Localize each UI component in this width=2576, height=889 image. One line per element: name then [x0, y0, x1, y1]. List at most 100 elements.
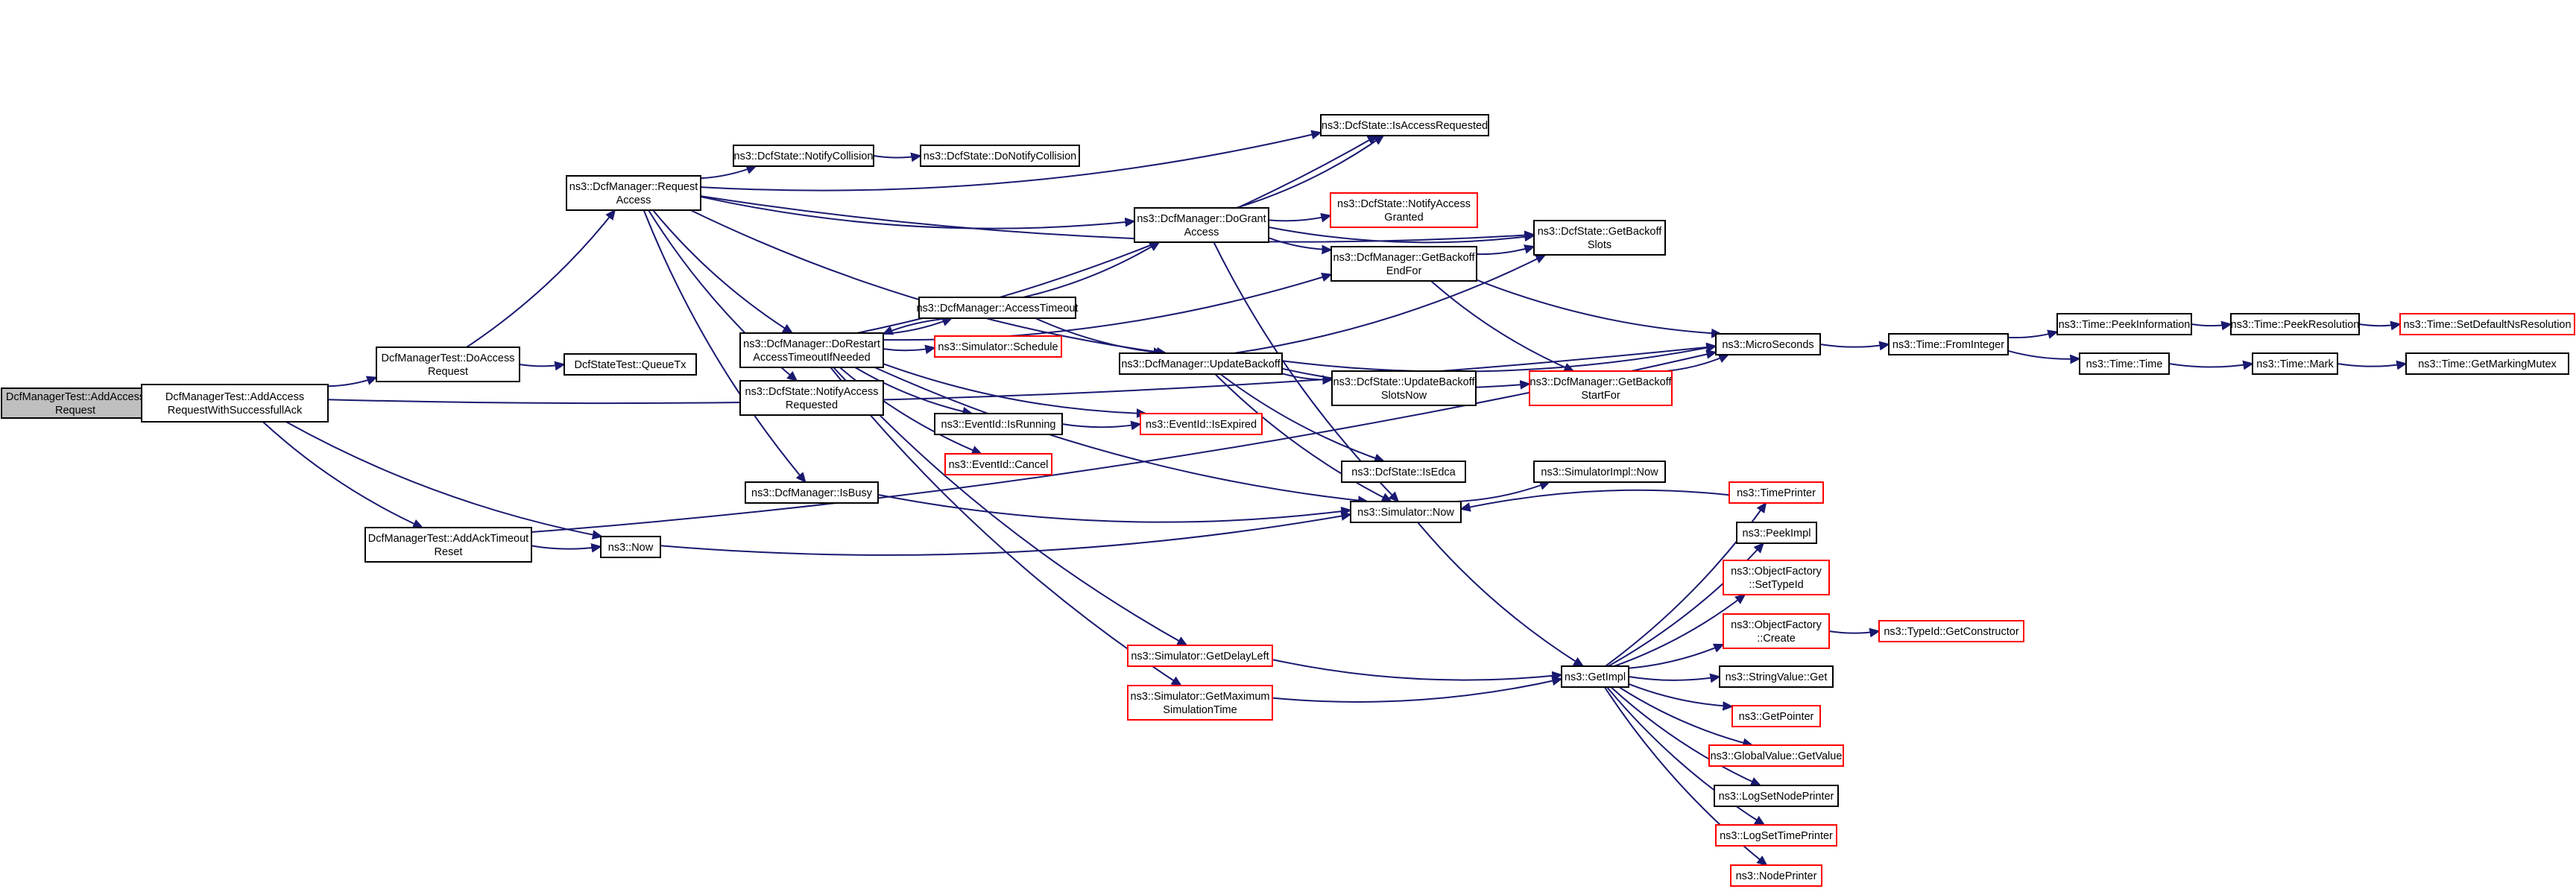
node-ofsettypeid[interactable]: ns3::ObjectFactory::SetTypeId [1723, 560, 1830, 595]
node-label: StartFor [1581, 390, 1620, 402]
node-label: ::SetTypeId [1749, 579, 1803, 591]
node-peekres[interactable]: ns3::Time::PeekResolution [2230, 313, 2360, 335]
node-label: ns3::DcfManager::GetBackoff [1530, 376, 1673, 388]
edge-timemark-to-getmarkingmutex [2337, 364, 2406, 367]
node-logsetnodeprinter[interactable]: ns3::LogSetNodePrinter [1714, 785, 1839, 807]
edge-dorestart-to-getmaxsim [830, 367, 1181, 686]
node-label: ns3::NodePrinter [1736, 870, 1817, 882]
node-box [1134, 207, 1269, 243]
node-stringvalueget[interactable]: ns3::StringValue::Get [1719, 665, 1834, 688]
node-label: Access [1184, 227, 1219, 238]
node-success[interactable]: DcfManagerTest::AddAccessRequestWithSucc… [141, 384, 329, 423]
edge-success-to-ns3now [285, 421, 602, 537]
node-label: ns3::Simulator::GetMaximum [1131, 691, 1270, 703]
edge-acktimeout-to-ns3now [531, 545, 601, 548]
node-updatebackoff[interactable]: ns3::DcfManager::UpdateBackoff [1119, 352, 1283, 375]
node-box [1331, 370, 1477, 406]
node-label: ns3::ObjectFactory [1731, 619, 1822, 631]
node-queuetx[interactable]: DcfStateTest::QueueTx [564, 353, 697, 376]
node-getconstructor[interactable]: ns3::TypeId::GetConstructor [1878, 620, 2024, 642]
edge-getbackoffendfor-to-getbackoffslots [1476, 247, 1534, 256]
node-globalvalueget[interactable]: ns3::GlobalValue::GetValue [1708, 744, 1844, 767]
node-isbusy[interactable]: ns3::DcfManager::IsBusy [745, 481, 879, 504]
node-label: ns3::DcfState::NotifyAccess [1337, 198, 1471, 210]
node-isrunning[interactable]: ns3::EventId::IsRunning [934, 413, 1063, 435]
edge-notifycoll-to-donotifycoll [873, 156, 921, 158]
node-isaccreq[interactable]: ns3::DcfState::IsAccessRequested [1320, 114, 1489, 136]
node-notifycoll[interactable]: ns3::DcfState::NotifyCollision [733, 145, 874, 167]
node-simimplnow[interactable]: ns3::SimulatorImpl::Now [1533, 461, 1666, 483]
node-nodeprinter[interactable]: ns3::NodePrinter [1730, 864, 1822, 887]
edge-dorestart-to-isrunning [854, 367, 972, 414]
edge-updatebackoff-to-simnow [1214, 373, 1391, 502]
node-box [1350, 501, 1462, 523]
edge-dogrant-to-isaccreq [1236, 136, 1383, 209]
node-isedca[interactable]: ns3::DcfState::IsEdca [1341, 461, 1466, 483]
edge-reqaccess-to-isaccreq [700, 133, 1321, 192]
node-box [141, 384, 329, 423]
node-label: ns3::LogSetNodePrinter [1719, 791, 1834, 803]
edge-doaccess-to-queuetx [519, 364, 564, 366]
node-setdefaultnsres[interactable]: ns3::Time::SetDefaultNsResolution [2399, 313, 2575, 335]
edge-getbackoffendfor-to-getbackoffstartfor [1430, 280, 1573, 372]
edge-accesstimeout-to-updatebackoff [1035, 317, 1163, 353]
node-box [1320, 114, 1489, 136]
node-box [1878, 620, 2024, 642]
edge-getimpl-to-ofsettypeid [1614, 595, 1745, 667]
node-label: ns3::EventId::IsExpired [1146, 419, 1257, 431]
edge-getimpl-to-getpointer [1628, 683, 1732, 706]
node-accesstimeout[interactable]: ns3::DcfManager::AccessTimeout [916, 297, 1079, 319]
node-donotifycoll[interactable]: ns3::DcfState::DoNotifyCollision [920, 145, 1080, 167]
edge-reqaccess-to-dogrant [700, 196, 1134, 230]
node-ofcreate[interactable]: ns3::ObjectFactory::Create [1723, 613, 1830, 649]
node-label: EndFor [1386, 265, 1422, 277]
edge-simnow-to-simimplnow [1456, 482, 1549, 502]
edge-ns3now-to-simnow [660, 514, 1351, 556]
node-simnow[interactable]: ns3::Simulator::Now [1350, 501, 1462, 523]
edge-getimpl-to-logsettimeprinter [1606, 686, 1764, 825]
node-timeprinter[interactable]: ns3::TimePrinter [1729, 481, 1824, 504]
edge-getmaxsim-to-getimpl [1272, 679, 1562, 703]
node-label: DcfManagerTest::AddAccess [6, 391, 145, 403]
node-schedule[interactable]: ns3::Simulator::Schedule [934, 335, 1062, 358]
node-box [1529, 370, 1673, 406]
node-label: ns3::StringValue::Get [1726, 671, 1828, 683]
node-logsettimeprinter[interactable]: ns3::LogSetTimePrinter [1715, 824, 1837, 847]
node-peekimpl[interactable]: ns3::PeekImpl [1736, 522, 1817, 544]
edge-getbackoffendfor-to-microseconds [1476, 279, 1721, 334]
node-label: Slots [1588, 239, 1611, 251]
node-cancel[interactable]: ns3::EventId::Cancel [944, 453, 1052, 475]
node-box [944, 453, 1052, 475]
node-getmarkingmutex[interactable]: ns3::Time::GetMarkingMutex [2405, 352, 2569, 375]
node-label: ns3::ObjectFactory [1731, 566, 1822, 578]
node-dorestart[interactable]: ns3::DcfManager::DoRestartAccessTimeoutI… [739, 332, 884, 368]
node-label: Request [55, 405, 95, 417]
node-fromint[interactable]: ns3::Time::FromInteger [1888, 333, 2009, 355]
node-getimpl[interactable]: ns3::GetImpl [1561, 665, 1629, 688]
node-getdelayleft[interactable]: ns3::Simulator::GetDelayLeft [1127, 645, 1273, 667]
edge-reqaccess-to-dorestart [652, 209, 792, 333]
node-timemark[interactable]: ns3::Time::Mark [2252, 352, 2338, 375]
node-timetime[interactable]: ns3::Time::Time [2079, 352, 2170, 375]
node-box [2405, 352, 2569, 375]
node-getpointer[interactable]: ns3::GetPointer [1731, 705, 1821, 727]
node-microseconds[interactable]: ns3::MicroSeconds [1715, 333, 1821, 355]
node-box [934, 335, 1062, 358]
node-peekinfo[interactable]: ns3::Time::PeekInformation [2056, 313, 2192, 335]
node-label: DcfManagerTest::AddAccess [165, 391, 304, 403]
node-isexpired[interactable]: ns3::EventId::IsExpired [1140, 413, 1263, 435]
node-box [1119, 352, 1283, 375]
node-ns3now[interactable]: ns3::Now [600, 536, 661, 558]
